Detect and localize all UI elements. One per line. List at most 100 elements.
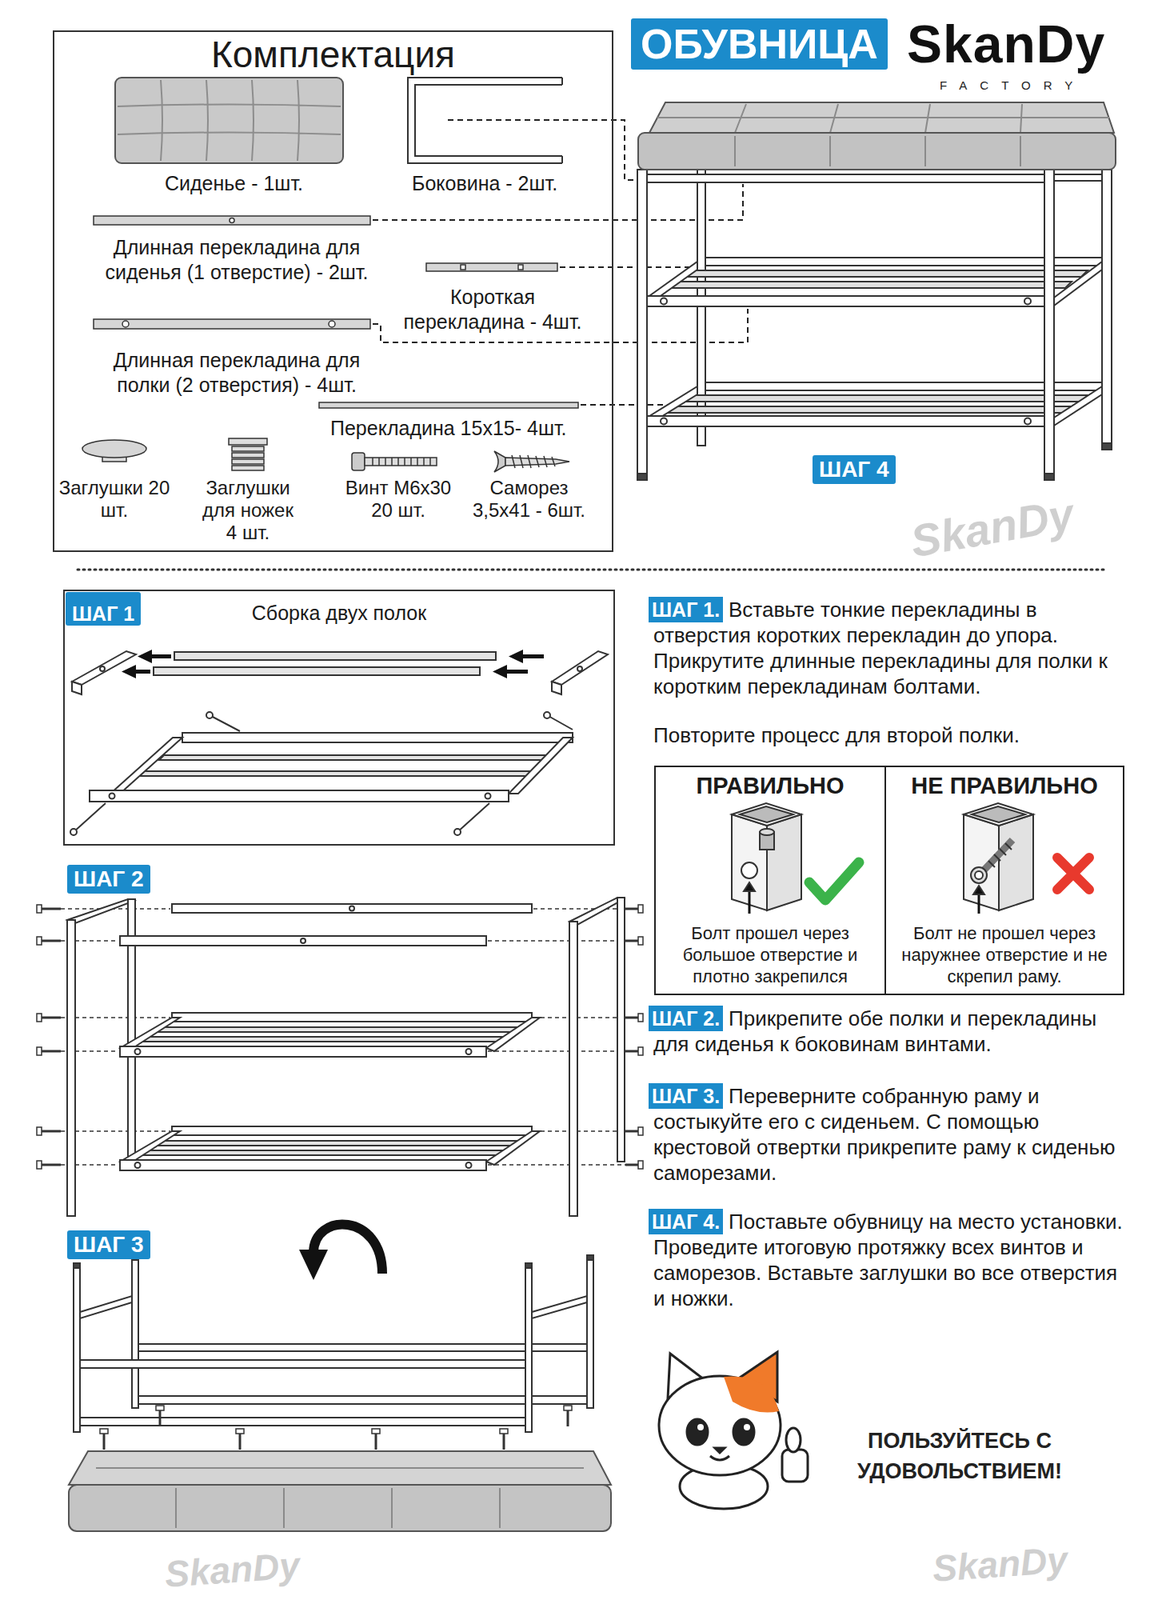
kit-self-tap-screw xyxy=(494,451,570,472)
step1-figure-part xyxy=(174,651,496,660)
bench-figure-part xyxy=(1102,443,1112,450)
part-label: Длинная перекладина для сиденья (1 отвер… xyxy=(60,235,413,285)
kit-bolt-part xyxy=(351,452,365,471)
step1-figure xyxy=(70,649,608,835)
step1-figure-part xyxy=(577,666,583,671)
step2-figure xyxy=(36,897,643,1216)
step3-figure-part xyxy=(235,1428,244,1450)
bench-figure-part xyxy=(1024,418,1031,425)
node-heading: ОБУВНИЦА xyxy=(640,18,879,70)
step1-figure-part xyxy=(508,737,573,794)
step-badge: ШАГ 2 xyxy=(67,864,151,894)
bench-figure-part xyxy=(734,135,1021,167)
step2-figure-part xyxy=(625,1013,643,1022)
cat-mascot-part xyxy=(710,1455,730,1460)
step1-figure-part xyxy=(551,650,608,685)
step2-figure-part xyxy=(300,938,306,943)
leader-lines-part xyxy=(559,266,703,268)
step3-figure-part xyxy=(138,1343,587,1351)
step2-figure-part xyxy=(466,1161,472,1168)
step-badge: ШАГ 4. xyxy=(648,1208,723,1234)
correct-bolt-figure-part xyxy=(809,862,859,900)
bench-figure-part xyxy=(1054,261,1103,306)
correct-bolt-figure-part xyxy=(759,828,775,835)
node-heading: ПРАВИЛЬНО xyxy=(660,771,880,799)
bench-figure-part xyxy=(637,169,647,480)
node-body: Болт не прошел через наружнее отверстие … xyxy=(890,922,1119,987)
separator-line xyxy=(77,568,1108,572)
cat-mascot-part xyxy=(714,1447,725,1453)
step2-figure-part xyxy=(36,1013,61,1022)
kit-seat-bar xyxy=(93,215,371,225)
bench-figure-part xyxy=(697,169,706,446)
step1-figure-part xyxy=(73,714,573,832)
kit-shelf-bar xyxy=(93,319,371,329)
step2-figure-part xyxy=(119,1159,487,1170)
kit-bolt-part xyxy=(364,457,437,466)
step-badge: ШАГ 2. xyxy=(648,1005,723,1031)
cat-mascot-part xyxy=(786,1427,801,1452)
part-label: Заглушки 20 шт. xyxy=(58,476,171,522)
correct-bolt-figure-part xyxy=(741,862,758,879)
step3-figure-part xyxy=(68,1484,611,1531)
node-heading: ШАГ 1 xyxy=(71,591,135,626)
turn-arrow-part xyxy=(313,1224,383,1274)
step3-figure-part xyxy=(79,1295,132,1318)
step2-figure-part xyxy=(155,1140,520,1146)
wrong-bolt-figure-part xyxy=(973,885,985,895)
bench-figure-part xyxy=(705,382,1103,391)
step2-figure-part xyxy=(617,897,625,1162)
bench-figure-part xyxy=(646,295,1045,307)
part-label: Перекладина 15x15- 4шт. xyxy=(330,415,568,440)
step2-figure-part xyxy=(36,1126,61,1135)
kit-seat-bar-part xyxy=(229,218,235,224)
step2-figure-part xyxy=(119,1046,487,1057)
step1-figure-part xyxy=(110,737,183,794)
step1-figure-part xyxy=(99,666,105,671)
step3-figure-part xyxy=(131,1259,139,1408)
step-badge: ШАГ 4 xyxy=(812,455,896,484)
kit-short-bar-part xyxy=(460,264,466,270)
step2-figure-part xyxy=(36,936,61,945)
brand-subtitle: FACTORY xyxy=(939,78,1086,93)
node-heading: ШАГ 3. xyxy=(651,1082,720,1109)
step3-figure-part xyxy=(73,1262,80,1268)
node-body: Болт прошел через большое отверстие и пл… xyxy=(660,922,880,987)
kit-self-tap-screw-part xyxy=(511,455,556,468)
correct-bolt-figure-part xyxy=(748,890,751,914)
kit-thin-bar xyxy=(319,402,579,408)
bench-figure xyxy=(637,102,1116,480)
kit-leg-cap-part xyxy=(231,459,264,464)
wrong-cell: НЕ ПРАВИЛЬНО Болт не прошел через наружне… xyxy=(884,765,1125,995)
bench-figure-part xyxy=(1044,169,1055,480)
kit-leg-cap-part xyxy=(228,438,268,445)
step3-figure-part xyxy=(586,1259,594,1408)
cat-mascot-part xyxy=(658,1375,781,1475)
bench-figure-part xyxy=(1102,169,1112,450)
instruction-text: Переверните собранную раму и состыкуйте … xyxy=(653,1082,1134,1186)
bench-figure-part xyxy=(660,298,667,305)
part-label: Длинная перекладина для полки (2 отверст… xyxy=(60,347,413,398)
part-label: Короткая перекладина - 4шт. xyxy=(392,284,593,335)
kit-leg-cap-part xyxy=(231,465,264,471)
step3-figure-part xyxy=(563,1405,572,1426)
step3-figure-part xyxy=(95,1467,584,1528)
wrong-bolt-figure-part xyxy=(971,806,1026,823)
wrong-bolt-figure-part xyxy=(970,866,987,883)
bench-figure-part xyxy=(646,174,1045,183)
wrong-bolt-figure-part xyxy=(983,839,1013,871)
step2-figure-part xyxy=(486,1017,540,1051)
node-heading: НЕ ПРАВИЛЬНО xyxy=(890,771,1119,799)
slogan: ПОЛЬЗУЙТЕСЬ С УДОВОЛЬСТВИЕМ! xyxy=(823,1425,1096,1486)
kit-bolt-part xyxy=(372,457,431,466)
step1-figure-part-part xyxy=(508,649,524,663)
correct-cell: ПРАВИЛЬНО Болт прошел через большое отвер… xyxy=(654,765,887,995)
step1-figure-part-part xyxy=(492,664,508,679)
bench-figure-part xyxy=(681,270,1088,277)
bench-figure-part xyxy=(681,395,1088,402)
turn-arrow-part xyxy=(299,1249,328,1280)
step-frame: Сборка двух полокШАГ 1 xyxy=(63,589,615,846)
step2-figure-part xyxy=(486,1130,540,1165)
step2-figure-part xyxy=(171,1012,532,1022)
cat-mascot-part xyxy=(723,1376,779,1413)
